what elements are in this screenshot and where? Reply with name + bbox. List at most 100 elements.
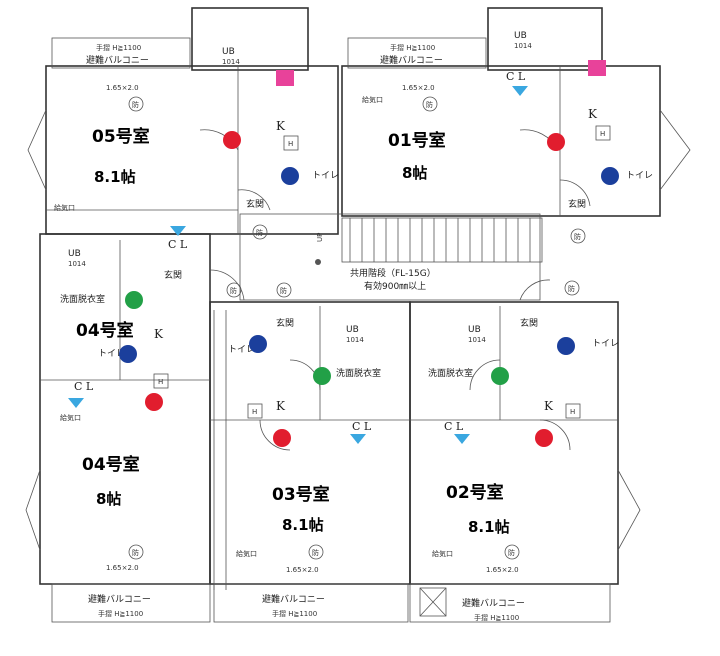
marker-cyan-01 bbox=[512, 86, 528, 96]
marker-blue-02 bbox=[557, 337, 575, 355]
evac-balcony-br: 避難バルコニー bbox=[462, 597, 525, 609]
balcony-top-right bbox=[347, 37, 487, 69]
stairs-sub-label: 有効900㎜以上 bbox=[364, 280, 426, 292]
toilet-01: トイレ bbox=[626, 171, 653, 181]
vent-04: 給気口 bbox=[60, 413, 81, 422]
marker-green-04 bbox=[125, 291, 143, 309]
ub-size-03: 1014 bbox=[346, 336, 364, 344]
svg-text:防: 防 bbox=[132, 548, 139, 557]
room-05-size: 8.1帖 bbox=[94, 168, 136, 186]
evac-balcony-bm: 避難バルコニー bbox=[262, 593, 325, 605]
stairs-up-label: UP bbox=[316, 233, 324, 242]
kitchen-05: K bbox=[276, 119, 286, 133]
h-05: H bbox=[288, 140, 293, 148]
dim-03: 1.65×2.0 bbox=[286, 566, 319, 574]
marker-blue-05 bbox=[281, 167, 299, 185]
ub-size-02: 1014 bbox=[468, 336, 486, 344]
marker-red-03 bbox=[273, 429, 291, 447]
marker-blue-01 bbox=[601, 167, 619, 185]
entrance-03: 玄関 bbox=[276, 317, 294, 329]
unit-01-outline bbox=[341, 65, 661, 217]
kitchen-01: K bbox=[588, 107, 598, 121]
marker-blue-03 bbox=[249, 335, 267, 353]
marker-red-04 bbox=[145, 393, 163, 411]
svg-text:防: 防 bbox=[426, 100, 433, 109]
closet-05: C L bbox=[168, 238, 188, 251]
vent-02: 給気口 bbox=[432, 549, 453, 558]
closet-01: C L bbox=[506, 70, 526, 83]
ub-label-tr: UB bbox=[514, 31, 527, 41]
stairs-label: 共用階段（FL-15G） bbox=[350, 267, 436, 279]
room-02-number: 02号室 bbox=[446, 482, 504, 503]
ub-top-left bbox=[191, 7, 309, 71]
handrail-br: 手摺 H≧1100 bbox=[474, 613, 519, 622]
svg-text:防: 防 bbox=[230, 286, 237, 295]
marker-cyan-02 bbox=[454, 434, 470, 444]
unit-02-outline bbox=[409, 301, 619, 585]
vent-05: 給気口 bbox=[54, 203, 75, 212]
marker-green-02 bbox=[491, 367, 509, 385]
ub-label-tl: UB bbox=[222, 47, 235, 57]
balcony-bottom-right bbox=[409, 583, 611, 623]
svg-text:防: 防 bbox=[574, 232, 581, 241]
entrance-05: 玄関 bbox=[246, 198, 264, 210]
balcony-bottom-mid bbox=[213, 583, 409, 623]
entrance-04: 玄関 bbox=[164, 269, 182, 281]
marker-cyan-03 bbox=[350, 434, 366, 444]
closet-02: C L bbox=[444, 420, 464, 433]
entrance-01: 玄関 bbox=[568, 198, 586, 210]
h-03: H bbox=[252, 408, 257, 416]
toilet-02: トイレ bbox=[592, 339, 619, 349]
evac-balcony-top-right: 避難バルコニー bbox=[380, 54, 443, 66]
h-04: H bbox=[158, 378, 163, 386]
closet-04: C L bbox=[74, 380, 94, 393]
balcony-bottom-left bbox=[51, 583, 211, 623]
bay-window-left-top bbox=[27, 109, 47, 191]
marker-red-01 bbox=[547, 133, 565, 151]
fire-marks: 防 防 防 防 防 防 防 防 防 防 bbox=[128, 96, 586, 560]
h-01: H bbox=[600, 130, 605, 138]
evac-balcony-bl: 避難バルコニー bbox=[88, 593, 151, 605]
evac-balcony-top-left: 避難バルコニー bbox=[86, 54, 149, 66]
kitchen-03: K bbox=[276, 399, 286, 413]
svg-text:防: 防 bbox=[312, 548, 319, 557]
svg-text:防: 防 bbox=[508, 548, 515, 557]
senmen-03: 洗面脱衣室 bbox=[336, 367, 381, 379]
svg-text:防: 防 bbox=[132, 100, 139, 109]
room-05-number: 05号室 bbox=[92, 126, 150, 147]
senmen-04: 洗面脱衣室 bbox=[60, 293, 105, 305]
ub-size-tl: 1014 bbox=[222, 58, 240, 66]
bay-window-right-top bbox=[659, 109, 691, 191]
room-03-size: 8.1帖 bbox=[282, 516, 324, 534]
ub-label-03: UB bbox=[346, 325, 359, 335]
kitchen-04: K bbox=[154, 327, 164, 341]
handrail-bl: 手摺 H≧1100 bbox=[98, 609, 143, 618]
svg-text:防: 防 bbox=[256, 228, 263, 237]
markers bbox=[68, 60, 619, 447]
room-01-size: 8帖 bbox=[402, 164, 427, 182]
vent-03: 給気口 bbox=[236, 549, 257, 558]
dim-01: 1.65×2.0 bbox=[402, 84, 435, 92]
handrail-bm: 手摺 H≧1100 bbox=[272, 609, 317, 618]
room-04-label-b: 04号室 bbox=[76, 320, 134, 341]
kitchen-02: K bbox=[544, 399, 554, 413]
unit-04-outline bbox=[39, 233, 211, 585]
stairs: UP bbox=[315, 217, 543, 265]
marker-cyan-04 bbox=[68, 398, 84, 408]
marker-pink-left bbox=[276, 70, 294, 86]
room-01-number: 01号室 bbox=[388, 130, 446, 151]
balcony-top-left bbox=[51, 37, 191, 69]
handrail-top-right: 手摺 H≧1100 bbox=[390, 43, 435, 52]
room-04-number: 04号室 bbox=[82, 454, 140, 475]
bay-window-left-bottom bbox=[25, 469, 41, 551]
walls bbox=[25, 7, 691, 623]
svg-text:防: 防 bbox=[280, 286, 287, 295]
ub-top-right bbox=[487, 7, 603, 71]
marker-cyan-05 bbox=[170, 226, 186, 236]
marker-blue-04 bbox=[119, 345, 137, 363]
senmen-02: 洗面脱衣室 bbox=[428, 367, 473, 379]
toilet-03: トイレ bbox=[228, 345, 255, 355]
marker-red-02 bbox=[535, 429, 553, 447]
marker-green-03 bbox=[313, 367, 331, 385]
handrail-top-left: 手摺 H≧1100 bbox=[96, 43, 141, 52]
